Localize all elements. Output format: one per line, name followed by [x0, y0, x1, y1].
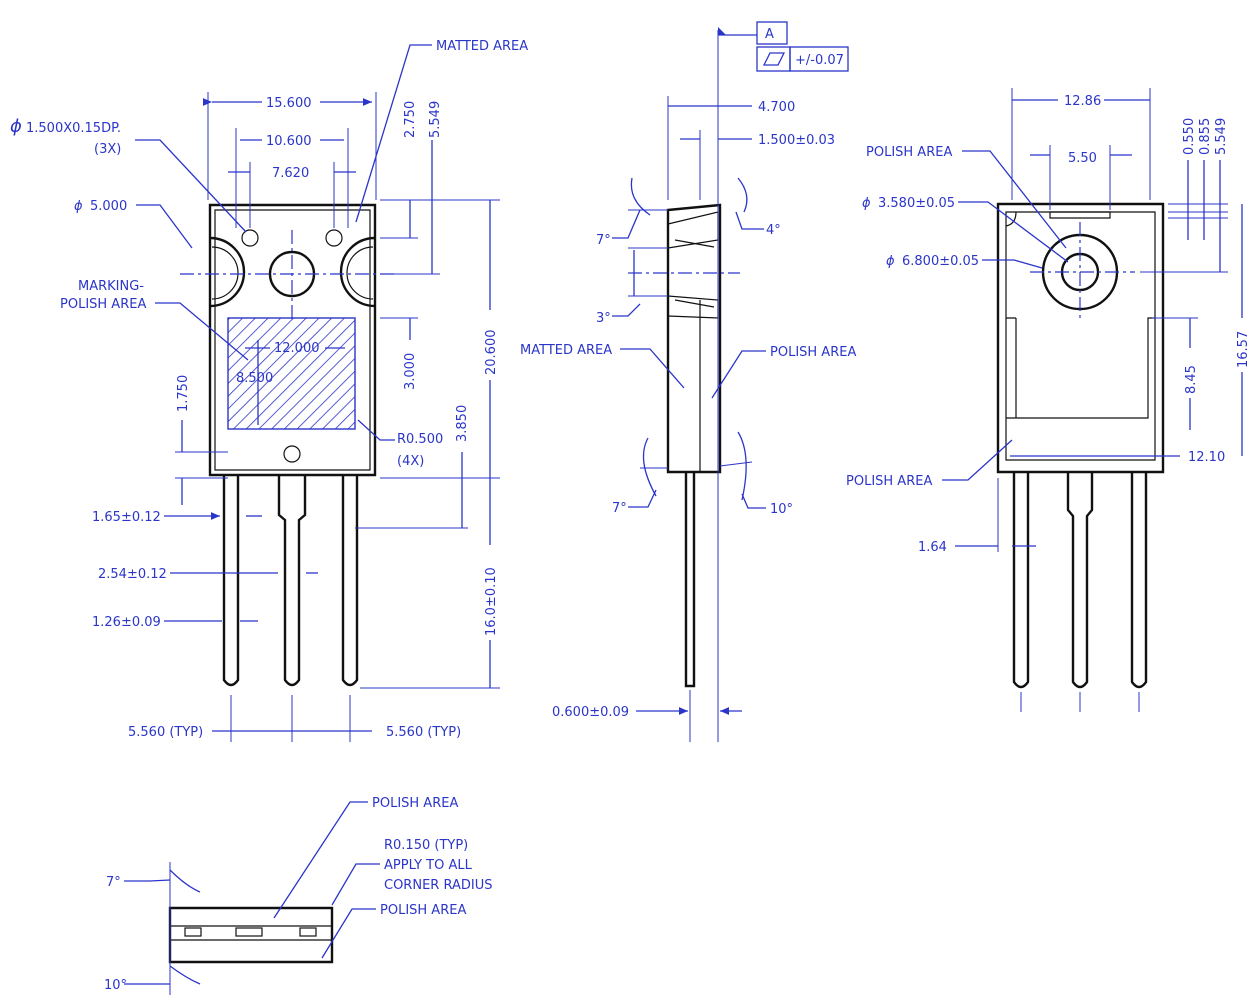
back-lead-left — [1012, 472, 1030, 689]
back-view: 12.86 5.50 0.550 0.855 5.549 16.57 8.45 … — [846, 88, 1251, 712]
bottom-polish-bottom: POLISH AREA — [380, 903, 466, 918]
lead-width-1-65: 1.65±0.12 — [92, 510, 161, 525]
lead-thickness: 0.600±0.09 — [552, 705, 629, 720]
back-polish-top: POLISH AREA — [866, 145, 952, 160]
dim-3-000: 3.000 — [403, 353, 418, 390]
dim-2-750: 2.750 — [403, 101, 418, 138]
pitch-left: 5.560 (TYP) — [128, 725, 203, 740]
datum-letter: A — [765, 27, 774, 42]
side-view: A +/-0.07 4.700 1.500±0.03 7° 4° 3° MATT… — [520, 21, 856, 742]
bottom-polish-top: POLISH AREA — [372, 796, 458, 811]
front-view: 15.600 10.600 7.620 2.750 5.549 3.000 20… — [10, 39, 528, 742]
dim-15-600: 15.600 — [266, 96, 312, 111]
svg-text:ϕ: ϕ — [862, 196, 871, 211]
radius-count: (4X) — [397, 454, 424, 469]
dim-3-850: 3.850 — [455, 405, 470, 442]
dim-5-549-back: 5.549 — [1214, 118, 1229, 155]
dim-8-500: 8.500 — [236, 371, 273, 386]
dim-1-64: 1.64 — [918, 540, 947, 555]
dim-0-550: 0.550 — [1182, 118, 1197, 155]
dim-7-620: 7.620 — [272, 166, 309, 181]
side-polish-label: POLISH AREA — [770, 345, 856, 360]
angle-10: 10° — [770, 502, 793, 517]
angle-7-bottom: 7° — [612, 501, 627, 516]
dia-6-800: 6.800±0.05 — [902, 254, 979, 269]
angle-7-top: 7° — [596, 233, 611, 248]
side-lead — [684, 472, 696, 688]
lead-width-1-26: 1.26±0.09 — [92, 615, 161, 630]
dia-3-580: 3.580±0.05 — [878, 196, 955, 211]
angle-3: 3° — [596, 311, 611, 326]
dim-12-10: 12.10 — [1188, 450, 1225, 465]
radius-note-1: R0.150 (TYP) — [384, 838, 468, 853]
dim-1-500: 1.500±0.03 — [758, 133, 835, 148]
dim-8-45: 8.45 — [1184, 365, 1199, 394]
matted-area-label: MATTED AREA — [436, 39, 528, 54]
hole-small-label: ϕ — [10, 116, 22, 137]
dim-16-57: 16.57 — [1236, 331, 1251, 368]
front-body-outline — [208, 203, 377, 477]
bottom-angle-10: 10° — [104, 978, 127, 993]
lead-right — [341, 475, 359, 687]
back-body-outline — [996, 202, 1165, 474]
dim-16-0: 16.0±0.10 — [484, 567, 499, 636]
back-polish-bottom: POLISH AREA — [846, 474, 932, 489]
marking-polish-line1: MARKING- — [78, 279, 144, 294]
lead-left — [222, 475, 240, 687]
dim-4-700: 4.700 — [758, 100, 795, 115]
dim-5-50: 5.50 — [1068, 151, 1097, 166]
marking-polish-area — [227, 317, 356, 430]
dim-12-000: 12.000 — [274, 341, 320, 356]
bottom-view: 7° 10° POLISH AREA R0.150 (TYP) APPLY TO… — [104, 796, 492, 995]
dim-1-750: 1.750 — [176, 375, 191, 412]
hole-small-spec: 1.500X0.15DP. — [26, 121, 121, 136]
radius-note-3: CORNER RADIUS — [384, 878, 492, 893]
dim-5-549: 5.549 — [428, 101, 443, 138]
pitch-right: 5.560 (TYP) — [386, 725, 461, 740]
dim-12-86: 12.86 — [1064, 94, 1101, 109]
radius-note-2: APPLY TO ALL — [384, 858, 473, 873]
left-notch — [209, 236, 246, 308]
hole-small-count: (3X) — [94, 142, 121, 157]
svg-text:ϕ: ϕ — [74, 199, 83, 214]
marking-polish-line2: POLISH AREA — [60, 297, 146, 312]
dim-20-600: 20.600 — [484, 330, 499, 376]
svg-text:ϕ: ϕ — [886, 254, 895, 269]
radius-label: R0.500 — [397, 432, 443, 447]
hole-large-spec: 5.000 — [90, 199, 127, 214]
angle-4: 4° — [766, 223, 781, 238]
dim-0-855: 0.855 — [1198, 118, 1213, 155]
lead-center — [277, 475, 307, 687]
side-matted-label: MATTED AREA — [520, 343, 612, 358]
flatness-tolerance: +/-0.07 — [795, 53, 844, 68]
lead-width-2-54: 2.54±0.12 — [98, 567, 167, 582]
dim-10-600: 10.600 — [266, 134, 312, 149]
bottom-body-outline — [168, 906, 334, 964]
side-body-outline — [666, 203, 722, 474]
back-lead-center — [1066, 472, 1094, 689]
back-lead-right — [1130, 472, 1148, 689]
bottom-angle-7: 7° — [106, 875, 121, 890]
right-notch — [339, 236, 376, 308]
